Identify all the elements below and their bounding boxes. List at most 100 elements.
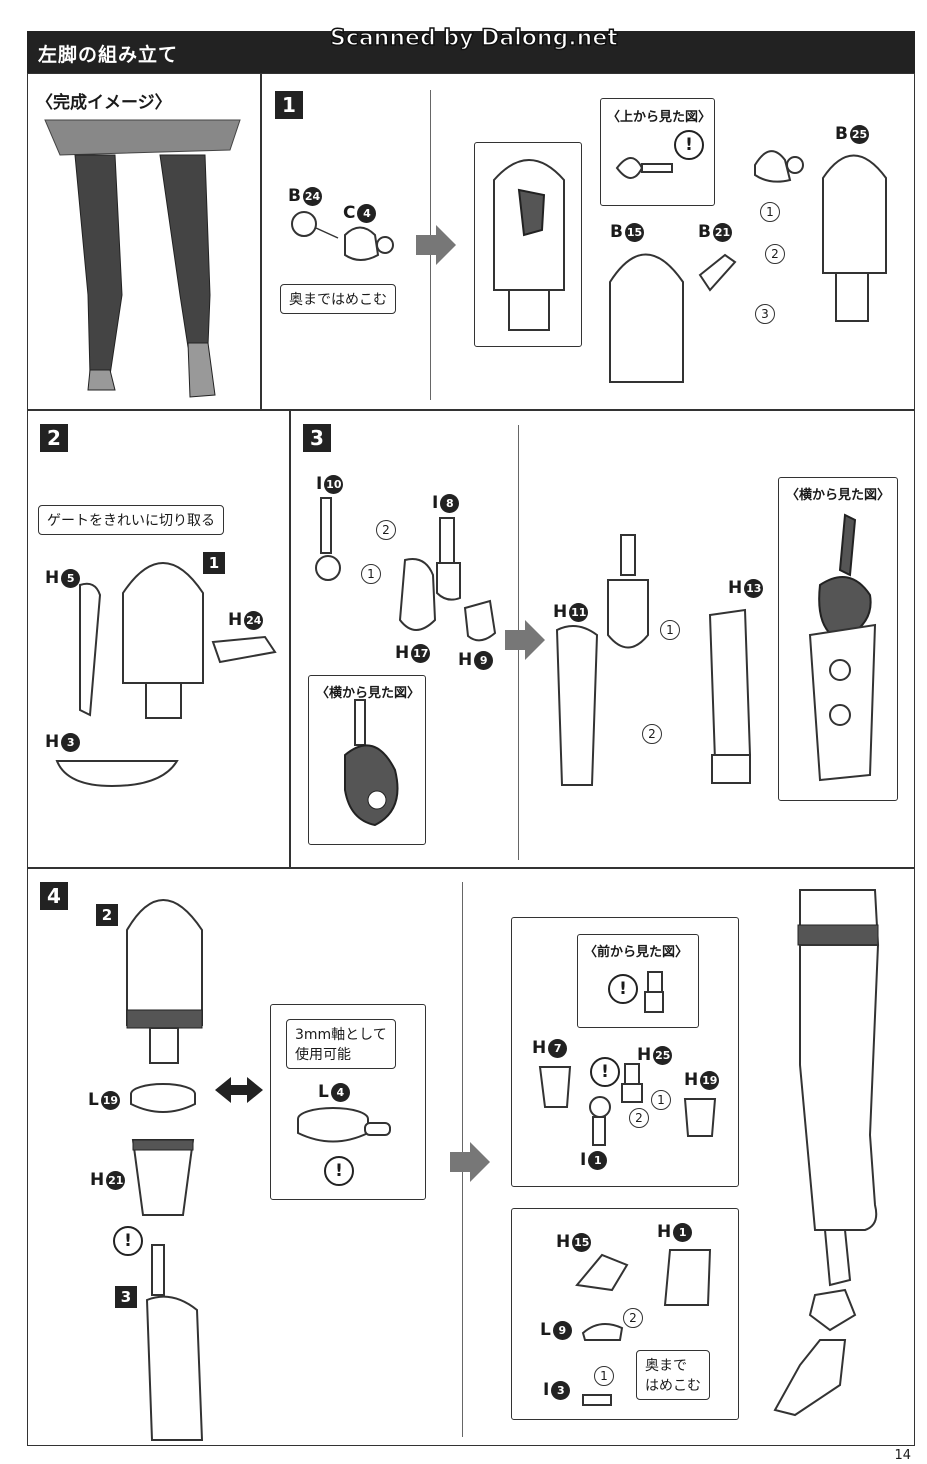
- section-title: 左脚の組み立て: [38, 44, 179, 66]
- row1-divider: [260, 73, 262, 410]
- step3-side-view-illustration-a: [344, 699, 399, 827]
- part-h5-illustration: [79, 582, 102, 717]
- part-h9-illustration: [463, 599, 497, 642]
- step4-ref-3: 3: [115, 1286, 137, 1308]
- step4-caption-push-line1: 奥まで: [645, 1358, 687, 1374]
- step4-shin-illustration: [145, 1244, 204, 1441]
- step3-knee-joint-illustration: [607, 534, 649, 649]
- completed-leg-illustration: [44, 119, 241, 398]
- step4-thigh-illustration: [126, 899, 203, 1064]
- step3-side-view-illustration-b: [808, 513, 877, 782]
- step4-warning-icon-c: !: [608, 974, 638, 1004]
- step4-caption-axis-line2: 使用可能: [295, 1047, 351, 1063]
- step4-caption-axis-line1: 3mm軸として: [295, 1027, 387, 1043]
- step4-foot-box: [511, 1208, 739, 1420]
- step4-caption-push-line2: はめこむ: [645, 1378, 701, 1394]
- part-i10-illustration: [315, 497, 341, 581]
- row3-frame: [27, 868, 915, 1446]
- step4-warning-icon-d: !: [590, 1057, 620, 1087]
- step1-number: 1: [275, 91, 303, 119]
- step3-number: 3: [303, 424, 331, 452]
- part-h13-illustration: [708, 608, 752, 784]
- step1-top-view-box: [600, 98, 715, 206]
- step3-order-2b: 2: [642, 724, 662, 744]
- part-i3-illustration: [582, 1394, 612, 1406]
- part-h24-illustration: [211, 635, 277, 664]
- step3-order-1: 1: [361, 564, 381, 584]
- step3-side-view-title-a: 〈横から見た図〉: [316, 686, 421, 701]
- part-b25-illustration: [822, 154, 887, 322]
- step4-order-1b: 1: [594, 1366, 614, 1386]
- part-b21-illustration: [698, 253, 737, 292]
- step1-order-2: 2: [765, 244, 785, 264]
- step1-arrow: [416, 225, 456, 265]
- step2-number: 2: [40, 424, 68, 452]
- step4-caption-push-in: 奥まで はめこむ: [636, 1350, 710, 1400]
- section-header-bar: [27, 31, 915, 73]
- step4-full-leg-illustration: [773, 889, 880, 1417]
- part-h15-illustration: [575, 1253, 629, 1292]
- page-number: 14: [894, 1448, 911, 1463]
- step4-arrow: [450, 1142, 490, 1182]
- step4-order-2b: 2: [623, 1308, 643, 1328]
- step4-front-view-part: [644, 971, 664, 1013]
- step3-order-2: 2: [376, 520, 396, 540]
- part-h3-illustration: [55, 760, 179, 788]
- step4-warning-icon-b: !: [113, 1226, 143, 1256]
- step4-front-view-title: 〈前から見た図〉: [584, 945, 689, 960]
- step4-front-view-box: [577, 934, 699, 1028]
- step3-arrow: [505, 620, 545, 660]
- step2-assembly-illustration: [122, 562, 204, 719]
- part-h21-illustration: [131, 1139, 195, 1216]
- step1-top-view-title: 〈上から見た図〉: [607, 110, 712, 125]
- step3-side-view-box-b: [778, 477, 898, 801]
- part-h11-illustration: [555, 625, 599, 786]
- part-h25-illustration: [621, 1063, 643, 1103]
- step4-swap-arrow: [215, 1077, 263, 1103]
- step2-caption-gate: ゲートをきれいに切り取る: [38, 505, 224, 535]
- part-h17-illustration: [398, 558, 437, 631]
- step4-caption-axis: 3mm軸として 使用可能: [286, 1019, 396, 1069]
- step1-socket-part: [754, 150, 804, 183]
- row1-frame: [27, 73, 915, 410]
- step1-caption-push-in: 奥まではめこむ: [280, 284, 396, 314]
- step4-warning-icon-a: !: [324, 1156, 354, 1186]
- step4-ankle-box: [511, 917, 739, 1187]
- part-l9-illustration: [581, 1323, 624, 1341]
- step3-side-view-title-b: 〈横から見た図〉: [786, 488, 891, 503]
- part-b15-illustration: [609, 253, 684, 383]
- part-h7-illustration: [538, 1066, 572, 1108]
- step4-order-1: 1: [651, 1090, 671, 1110]
- image-preview-title: 〈完成イメージ〉: [36, 93, 172, 113]
- part-l4-illustration: [297, 1107, 391, 1143]
- step1-assembled-illustration: [493, 159, 565, 331]
- step1-order-3: 3: [755, 304, 775, 324]
- row2-frame: [27, 410, 915, 868]
- part-h19-illustration: [683, 1098, 717, 1137]
- step1-warning-icon: !: [674, 130, 704, 160]
- step1-assembled-view: [474, 142, 582, 347]
- step4-order-2: 2: [629, 1108, 649, 1128]
- part-l19-illustration: [130, 1083, 196, 1113]
